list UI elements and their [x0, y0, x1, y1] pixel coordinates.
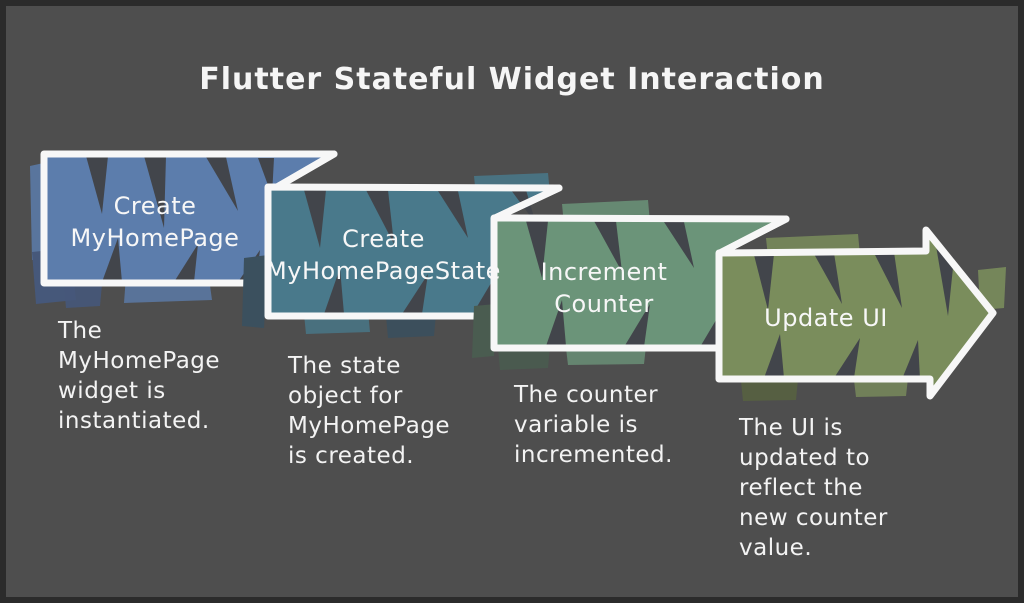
step-2-label-line: MyHomePageState — [266, 257, 501, 285]
step-3-shape — [472, 200, 790, 370]
step-4-texture — [754, 246, 954, 379]
description-line: updated to — [739, 445, 871, 471]
description-line: variable is — [514, 412, 638, 438]
description-line: object for — [288, 383, 403, 409]
description-line: new counter — [739, 505, 888, 531]
description-line: reflect the — [739, 475, 863, 501]
step-2-label: Create MyHomePageState — [261, 223, 506, 287]
fold-line-1 — [273, 150, 338, 191]
step-3-label: Increment Counter — [494, 256, 714, 320]
diagram-title: Flutter Stateful Widget Interaction — [199, 62, 825, 97]
step-2-texture — [304, 190, 536, 315]
description-line: MyHomePage — [288, 413, 451, 439]
step-2-description: The state object for MyHomePage is creat… — [288, 351, 450, 471]
fold-line-3 — [716, 215, 790, 257]
description-line: The counter — [514, 382, 659, 408]
flow-diagram — [30, 150, 1006, 401]
step-2-label-line: Create — [342, 225, 425, 253]
description-line: widget is — [58, 378, 166, 404]
step-3-description: The counter variable is incremented. — [514, 380, 673, 470]
step-4-outline — [715, 226, 997, 400]
description-line: The state — [288, 353, 401, 379]
step-1-texture — [86, 156, 274, 282]
step-1-label: Create MyHomePage — [44, 190, 266, 254]
step-3-label-line: Counter — [554, 290, 654, 318]
step-1-label-line: MyHomePage — [70, 224, 240, 252]
description-line: MyHomePage — [58, 348, 221, 374]
step-4-description: The UI is updated to reflect the new cou… — [739, 413, 888, 563]
description-line: incremented. — [514, 442, 673, 468]
description-line: is created. — [288, 443, 415, 469]
description-line: instantiated. — [58, 408, 210, 434]
step-4-fill — [719, 230, 993, 396]
step-1-shape — [30, 150, 338, 308]
step-3-label-line: Increment — [540, 258, 668, 286]
description-line: The — [58, 318, 103, 344]
fold-line-2 — [491, 184, 563, 222]
step-4-label-line: Update UI — [764, 304, 888, 332]
step-1-label-line: Create — [113, 192, 197, 220]
step-1-description: The MyHomePage widget is instantiated. — [58, 316, 220, 436]
description-line: The UI is — [739, 415, 843, 441]
step-3-fill — [494, 218, 786, 348]
description-line: value. — [739, 535, 813, 561]
step-4-shape — [715, 226, 1006, 401]
fold-lines — [273, 150, 790, 257]
step-4-label: Update UI — [721, 302, 931, 334]
step-2-shape — [242, 173, 563, 338]
